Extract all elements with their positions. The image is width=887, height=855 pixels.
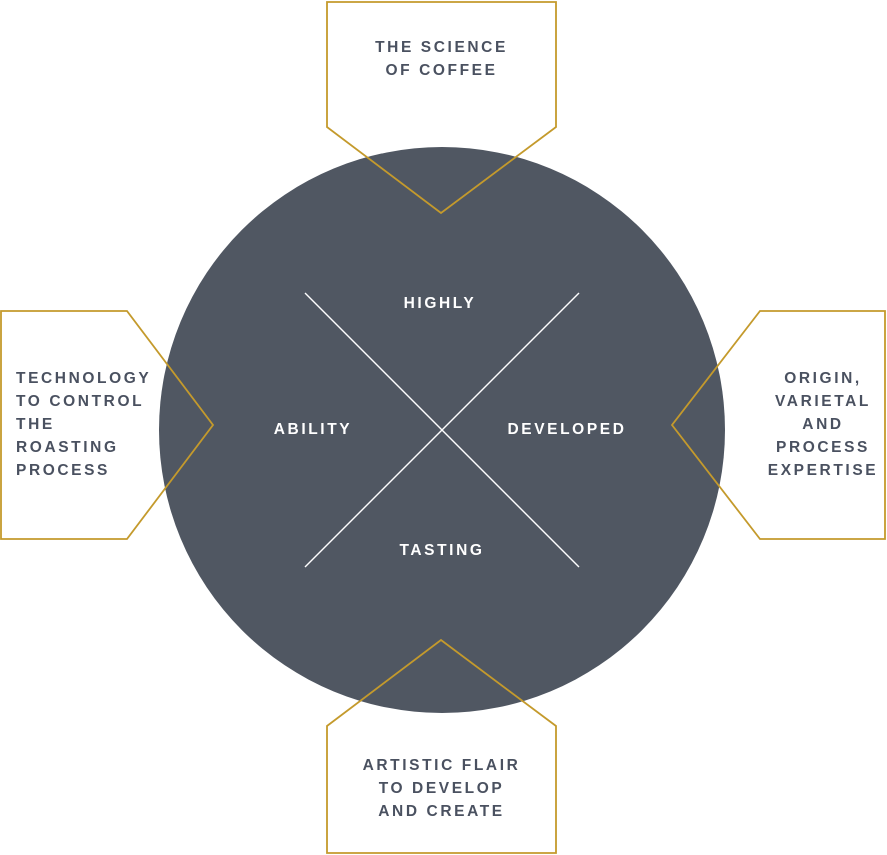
callout-bottom-box xyxy=(326,638,557,854)
callout-top-box xyxy=(326,1,557,215)
callout-left-line: TO CONTROL xyxy=(16,393,145,410)
callout-right-line: EXPERTISE xyxy=(767,462,879,479)
callout-top-line: OF COFFEE xyxy=(385,62,498,79)
callout-bottom-line: AND CREATE xyxy=(378,803,505,820)
callout-left-line: THE xyxy=(16,416,55,433)
callout-left-box xyxy=(0,310,215,540)
callout-right-line: VARIETAL xyxy=(775,393,871,410)
center-label-top: HIGHLY xyxy=(403,295,477,312)
center-label-left: ABILITY xyxy=(273,421,353,438)
callout-right-line: ORIGIN, xyxy=(784,370,862,387)
callout-left-text: TECHNOLOGY TO CONTROL THE ROASTING PROCE… xyxy=(16,367,156,482)
center-label-bottom: TASTING xyxy=(399,542,485,559)
callout-right-line: AND xyxy=(802,416,844,433)
callout-top-text: THE SCIENCE OF COFFEE xyxy=(327,36,556,82)
center-label-right: DEVELOPED xyxy=(507,421,627,438)
callout-bottom-line: TO DEVELOP xyxy=(378,780,505,797)
callout-bottom-text: ARTISTIC FLAIR TO DEVELOP AND CREATE xyxy=(327,754,556,823)
callout-right-line: PROCESS xyxy=(776,439,870,456)
callout-bottom-line: ARTISTIC FLAIR xyxy=(362,757,521,774)
callout-left-line: ROASTING xyxy=(16,439,119,456)
callout-right-text: ORIGIN, VARIETAL AND PROCESS EXPERTISE xyxy=(760,367,886,482)
callout-top-line: THE SCIENCE xyxy=(375,39,508,56)
cross-line-b xyxy=(304,292,580,568)
callout-left-line: TECHNOLOGY xyxy=(16,370,152,387)
callout-left-line: PROCESS xyxy=(16,462,110,479)
callout-right-box xyxy=(670,310,886,540)
